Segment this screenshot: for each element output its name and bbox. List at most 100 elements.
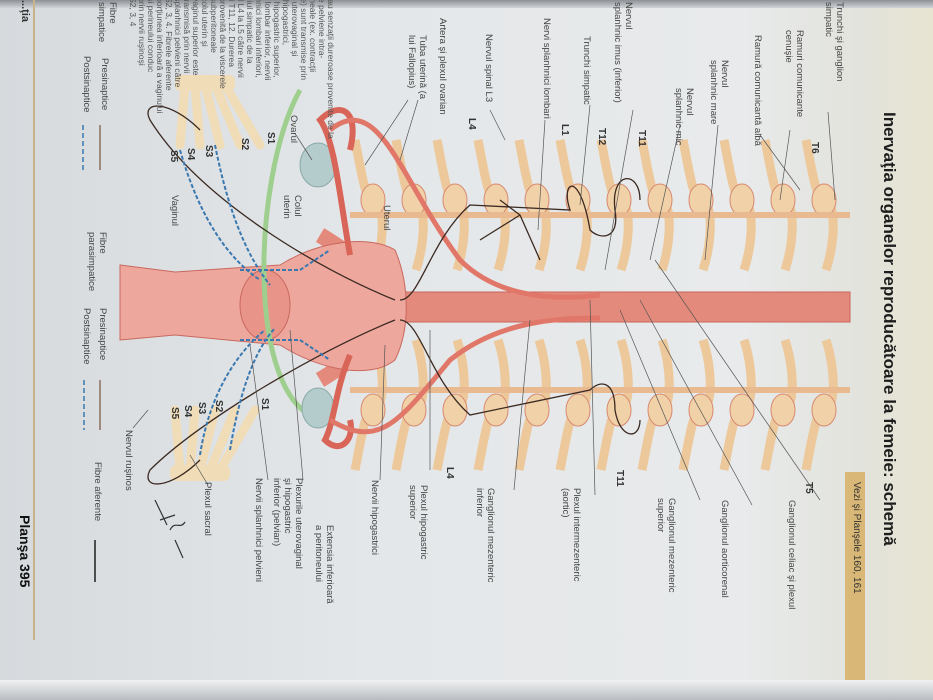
vertebra-l4-upper: L4 — [466, 118, 477, 130]
label-cervix: Colul uterin — [281, 195, 303, 219]
vertebra-l4-lower: L4 — [444, 467, 455, 479]
side-paragraph-line: ...nervii hipogastrici, — [281, 0, 291, 46]
vertebra-l1: L1 — [559, 124, 570, 136]
sacral-root — [170, 405, 185, 475]
side-paragraph-line: ...şi perineului conduc — [146, 0, 156, 73]
vertebra-t11-upper: T11 — [636, 130, 647, 147]
sacral-root — [185, 405, 200, 475]
presynaptic-fibers — [147, 105, 641, 485]
label-intermesenteric-plexus: Plexul intermezenteric (aortic) — [560, 488, 582, 582]
label-aorticorenal-ganglion: Ganglionul aorticorenal — [719, 500, 730, 598]
label-spinal-nerve-l3: Nervul spinal L3 — [483, 34, 494, 103]
sacral-s5-left: S5 — [168, 150, 179, 163]
sacral-s3-left: S3 — [203, 145, 214, 158]
page-edge-top — [0, 0, 933, 8]
label-uterus: Uterul — [381, 205, 392, 231]
label-hypogastric-nerves: Nervii hipogastrici — [369, 480, 380, 555]
plate-number: Planşa 395 — [17, 515, 33, 588]
side-paragraph-line: ...uterine) sunt transmise prin — [299, 0, 309, 81]
legend-para-postsynaptic: Postsinaptice — [81, 308, 92, 365]
page-title: Inervaţia organelor reproducătoare la fe… — [880, 112, 899, 546]
sacral-s3-right: S3 — [196, 402, 207, 415]
leader-lines — [132, 99, 836, 506]
sacral-root — [220, 80, 265, 150]
side-paragraph-line: ...ţiuni sau senzaţii dureroase provenit… — [326, 0, 336, 139]
see-also-link[interactable]: Vezi şi Planşele 160, 161 — [851, 482, 862, 594]
uterine-tube-right — [321, 353, 354, 450]
label-pelvic-splanchnic-nerves: Nervii splanhnici pelvieni — [253, 478, 264, 583]
side-paragraph-line: ...S2, 3, 4 — [128, 0, 138, 27]
legend-parasympathetic: Fibre parasimpatice — [86, 232, 108, 292]
label-greater-splanchnic: Nervul splanhnic mare — [708, 60, 730, 125]
sympathetic-ganglion — [483, 183, 509, 217]
label-ovarian-artery-plexus: Artera şi plexul ovarian — [437, 18, 448, 115]
sympathetic-ganglion — [565, 393, 591, 427]
label-sympathetic-trunk: Trunchi simpatic — [581, 36, 592, 105]
vertebra-t6: T6 — [809, 142, 820, 154]
section-tab: ...ţia — [19, 0, 31, 23]
sacral-root — [205, 405, 240, 475]
side-paragraph-line: ...S2, 3, 4. Fibrele aferente — [164, 0, 174, 91]
sacral-s5-right: S5 — [169, 407, 180, 420]
aorta — [379, 291, 851, 323]
see-also-band — [845, 472, 865, 700]
peritoneum-extension — [261, 88, 331, 423]
sympathetic-ganglion — [647, 393, 673, 427]
side-paragraph-line: ...peritoneale (ex. contracţii — [308, 0, 318, 73]
vertebra-t5: T5 — [803, 482, 814, 494]
sympathetic-ganglion — [360, 393, 386, 427]
sympathetic-ganglion — [729, 393, 755, 427]
sacral-root — [210, 80, 245, 150]
label-ovary: Ovarul — [288, 115, 299, 143]
legend-sym-postsynaptic: Postsinaptice — [81, 56, 92, 113]
sympathetic-ganglion — [770, 393, 796, 427]
sacral-root — [200, 80, 225, 150]
sympathetic-ganglion — [647, 183, 673, 217]
sacral-root — [190, 80, 205, 150]
side-paragraph-line: ...plexul hipogastric superior, — [272, 0, 282, 78]
vertebral-column — [350, 139, 850, 471]
side-paragraph-line: ...splanhnici lombari inferiori, — [254, 0, 264, 78]
label-superior-mesenteric-ganglion: Ganglionul mezenteric superior — [655, 498, 677, 593]
side-paragraph-line: ...plexul lombar inferior, nervii — [263, 0, 273, 81]
sympathetic-ganglion — [770, 183, 796, 217]
side-paragraph-line: ...porţiunea inferioară a vaginului — [155, 0, 165, 114]
label-celiac-ganglion: Ganglionul celiac şi plexul — [786, 500, 797, 610]
side-paragraph-line: ...trunchiul simpatic de la — [245, 0, 255, 64]
label-least-splanchnic: Nervul splanhnic imus (inferior) — [612, 2, 634, 103]
vertebra-t11-lower: T11 — [614, 470, 625, 487]
side-paragraph-line: ...ganele pelviene intra- — [317, 0, 327, 59]
side-paragraph-line: ...colul uterin şi — [200, 0, 210, 47]
vertebra-t12: T12 — [596, 128, 607, 146]
sympathetic-ganglion — [688, 393, 714, 427]
side-paragraph-line: ...plexul uterovaginal şi — [290, 0, 300, 57]
ovarian-artery-right — [328, 315, 601, 435]
sympathetic-ganglion — [606, 393, 632, 427]
label-gray-rami: Ramuri comunicante cenuşie — [783, 30, 805, 118]
label-uterine-tube: Tuba uterină (a lui Fallopius) — [406, 35, 428, 100]
sacral-s1-right: S1 — [259, 398, 270, 411]
label-sacral-plexus: Plexul sacral — [202, 482, 213, 536]
label-pudendal-nerve: Nervul ruşinos — [123, 430, 134, 491]
label-peritoneum-extension: Extensia inferioară a peritoneului — [313, 525, 335, 604]
sympathetic-ganglion — [442, 393, 468, 427]
side-paragraph-line: ...splanhnici pelvieni către — [173, 0, 183, 88]
legend-afferent: Fibre aferente — [92, 462, 103, 522]
legend-para-presynaptic: Presinaptice — [97, 308, 108, 361]
side-paragraph-line: ...prin nervii ruşinoşi — [137, 0, 147, 66]
sympathetic-ganglion — [811, 183, 837, 217]
sacral-s2-left: S2 — [239, 138, 250, 151]
legend-sym-presynaptic: Presinaptice — [99, 58, 110, 111]
label-inferior-mesenteric-ganglion: Ganglionul mezenteric inferior — [474, 488, 496, 583]
label-superior-hypogastric-plexus: Plexul hipogastric superior — [407, 485, 429, 560]
sacral-s1-left: S1 — [265, 132, 276, 145]
page-edge-bottom — [0, 680, 933, 700]
sympathetic-ganglion — [401, 393, 427, 427]
sympathetic-ganglion — [729, 183, 755, 217]
side-paragraph-line: ...spinali T11, 12. Durerea — [227, 0, 237, 68]
label-sympathetic-trunk-ganglion: Trunchi şi ganglion simpatic — [823, 2, 845, 82]
legend-sympathetic: Fibre simpatice — [96, 2, 118, 43]
sacral-s4-left: S4 — [185, 148, 196, 161]
label-white-ramus: Ramură comunicantă albă — [752, 35, 763, 146]
